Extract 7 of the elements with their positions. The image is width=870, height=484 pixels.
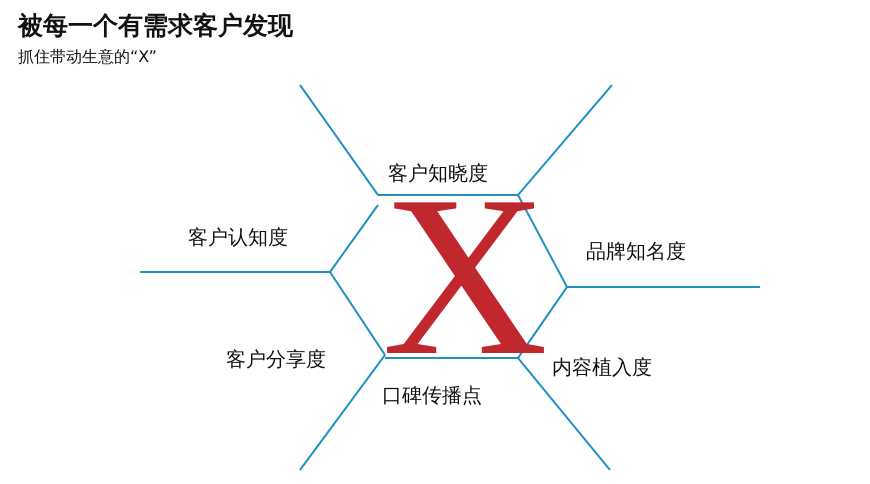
title: 被每一个有需求客户发现 (18, 12, 293, 40)
subtitle: 抓住带动生意的“X” (18, 48, 157, 66)
segment-label: 品牌知名度 (586, 240, 686, 262)
segment-label: 客户认知度 (188, 226, 288, 248)
segment-label: 内容植入度 (552, 356, 652, 378)
segment-label: 口碑传播点 (382, 384, 482, 406)
segment-label: 客户分享度 (226, 348, 326, 370)
